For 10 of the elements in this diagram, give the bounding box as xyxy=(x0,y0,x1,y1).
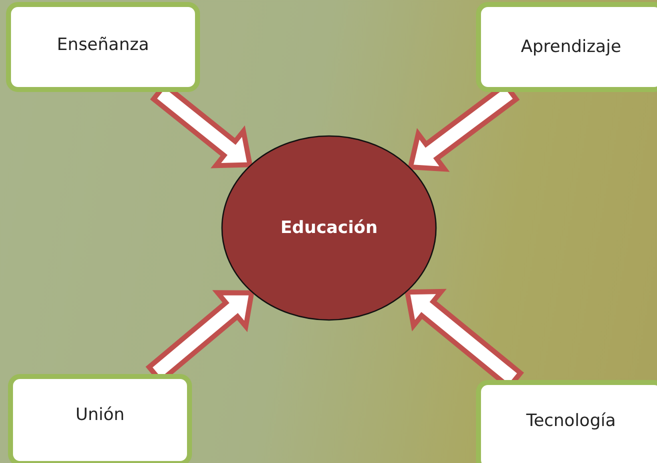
concept-box xyxy=(476,2,657,92)
central-ellipse xyxy=(221,135,437,321)
node-label: Tecnología xyxy=(525,411,617,431)
node-label: Educación xyxy=(279,218,379,238)
concept-box xyxy=(8,374,192,463)
node-label: Aprendizaje xyxy=(520,37,622,57)
concept-box xyxy=(6,2,200,92)
concept-box xyxy=(476,380,657,463)
node-label: Enseñanza xyxy=(56,35,150,55)
node-label: Unión xyxy=(74,405,126,425)
